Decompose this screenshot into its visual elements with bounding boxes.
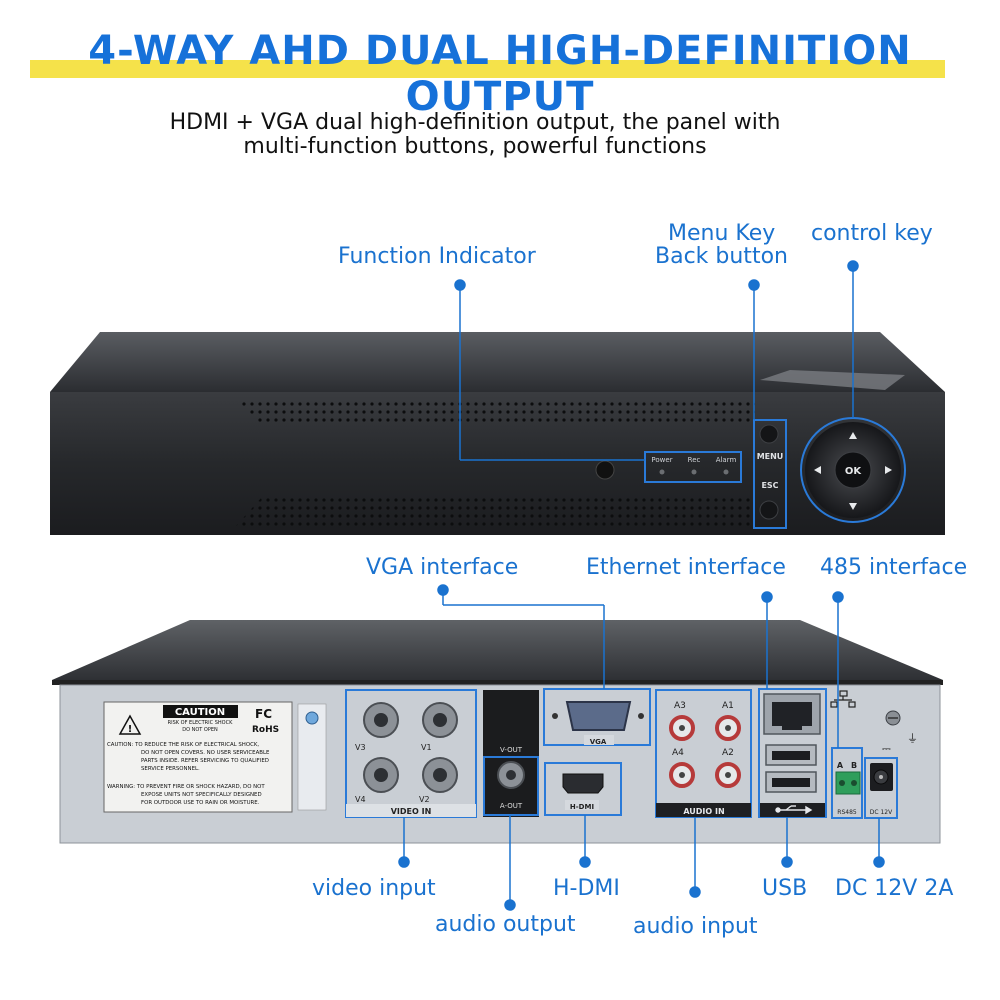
bnc-v1[interactable] bbox=[433, 713, 447, 727]
port-a4-label: A4 bbox=[672, 748, 684, 758]
bnc-v3[interactable] bbox=[374, 713, 388, 727]
ok-button[interactable] bbox=[834, 451, 872, 489]
usb-port-2[interactable] bbox=[772, 778, 810, 787]
audio-in-label: AUDIO IN bbox=[683, 807, 724, 816]
warning-text-3: FOR OUTDOOR USE TO RAIN OR MOISTURE. bbox=[141, 800, 260, 806]
label-control-key: control key bbox=[811, 221, 933, 246]
arrow-right-icon[interactable] bbox=[885, 466, 892, 474]
title-banner: 4-WAY AHD DUAL HIGH-DEFINITION OUTPUT bbox=[0, 0, 1000, 120]
subtitle-line-1: HDMI + VGA dual high-definition output, … bbox=[169, 110, 781, 135]
label-hdmi: H-DMI bbox=[553, 876, 620, 901]
label-function-indicator: Function Indicator bbox=[338, 244, 536, 269]
ok-button-label: OK bbox=[845, 466, 863, 477]
caution-sub-1: RISK OF ELECTRIC SHOCK bbox=[168, 720, 233, 726]
rs485-b-label: B bbox=[851, 761, 857, 770]
port-a1-label: A1 bbox=[722, 701, 734, 711]
ground-icon: ⏚ bbox=[907, 732, 918, 745]
usb-port-1[interactable] bbox=[772, 751, 810, 760]
caution-sub-2: DO NOT OPEN bbox=[182, 727, 218, 733]
fc-mark: FC bbox=[255, 707, 272, 721]
v-out-label: V-OUT bbox=[500, 746, 523, 754]
port-a3-label: A3 bbox=[674, 701, 686, 711]
label-485-interface: 485 interface bbox=[820, 555, 968, 580]
rohs-mark: RoHS bbox=[252, 725, 279, 735]
menu-button[interactable] bbox=[759, 424, 779, 444]
label-audio-output: audio output bbox=[435, 912, 576, 937]
network-icon bbox=[830, 690, 856, 708]
caution-text-2: DO NOT OPEN COVERS. NO USER SERVICEABLE bbox=[141, 750, 270, 756]
label-audio-input: audio input bbox=[633, 914, 758, 939]
svg-text:!: ! bbox=[128, 724, 133, 735]
page-title: 4-WAY AHD DUAL HIGH-DEFINITION OUTPUT bbox=[88, 28, 912, 120]
label-menu-key: Menu Key bbox=[668, 221, 776, 246]
port-v3-label: V3 bbox=[355, 743, 366, 752]
arrow-down-icon[interactable] bbox=[849, 503, 857, 510]
esc-button-label: ESC bbox=[761, 481, 778, 490]
rear-dvr: ! CAUTION RISK OF ELECTRIC SHOCK DO NOT … bbox=[52, 620, 943, 844]
rear-leader-lines bbox=[398, 584, 885, 911]
port-v2-label: V2 bbox=[419, 795, 430, 804]
arrow-left-icon[interactable] bbox=[814, 466, 821, 474]
hdmi-port-label: H-DMI bbox=[570, 803, 594, 811]
polarity-icon: ⎓ bbox=[882, 742, 891, 755]
menu-button-label: MENU bbox=[757, 452, 784, 461]
dc-12v-label: DC 12V bbox=[870, 809, 893, 816]
usb-icon bbox=[775, 805, 813, 815]
rs485-label: RS485 bbox=[837, 809, 857, 816]
video-in-label: VIDEO IN bbox=[391, 807, 432, 816]
indicator-alarm-label: Alarm bbox=[716, 456, 737, 464]
a-out-label: A-OUT bbox=[500, 802, 523, 810]
title-highlight bbox=[30, 60, 945, 78]
caution-text-3: PARTS INSIDE. REFER SERVICING TO QUALIFI… bbox=[141, 758, 269, 764]
caution-title: CAUTION bbox=[175, 707, 225, 718]
vga-port-label: VGA bbox=[590, 738, 607, 746]
port-a2-label: A2 bbox=[722, 748, 734, 758]
arrow-up-icon[interactable] bbox=[849, 432, 857, 439]
caution-text-4: SERVICE PERSONNEL. bbox=[141, 766, 200, 772]
label-ethernet-interface: Ethernet interface bbox=[586, 555, 786, 580]
front-leader-lines bbox=[454, 260, 859, 461]
label-usb: USB bbox=[762, 876, 808, 901]
label-vga-interface: VGA interface bbox=[366, 555, 519, 580]
bnc-v2[interactable] bbox=[433, 768, 447, 782]
label-dc-12v-2a: DC 12V 2A bbox=[835, 876, 954, 901]
indicator-rec-label: Rec bbox=[688, 456, 701, 464]
hdmi-port[interactable] bbox=[562, 773, 604, 794]
warning-text-1: WARNING: TO PREVENT FIRE OR SHOCK HAZARD… bbox=[107, 784, 265, 790]
rec-led bbox=[691, 469, 697, 475]
indicator-power-label: Power bbox=[651, 456, 672, 464]
rs485-a-label: A bbox=[837, 761, 844, 770]
ethernet-port[interactable] bbox=[772, 702, 812, 730]
power-led bbox=[659, 469, 665, 475]
label-video-input: video input bbox=[312, 876, 436, 901]
esc-button[interactable] bbox=[759, 500, 779, 520]
label-back-button: Back button bbox=[655, 244, 788, 269]
vga-port[interactable] bbox=[565, 701, 632, 731]
front-dvr: Power Rec Alarm MENU ESC OK bbox=[50, 332, 945, 535]
caution-text-1: CAUTION: TO REDUCE THE RISK OF ELECTRICA… bbox=[107, 742, 259, 748]
subtitle-line-2: multi-function buttons, powerful functio… bbox=[243, 134, 707, 159]
port-v1-label: V1 bbox=[421, 743, 432, 752]
port-v4-label: V4 bbox=[355, 795, 366, 804]
rs485-terminal[interactable] bbox=[835, 771, 861, 795]
bnc-v4[interactable] bbox=[374, 768, 388, 782]
warning-text-2: EXPOSE UNITS NOT SPECIFICALLY DESIGNED bbox=[141, 792, 262, 798]
alarm-led bbox=[723, 469, 729, 475]
